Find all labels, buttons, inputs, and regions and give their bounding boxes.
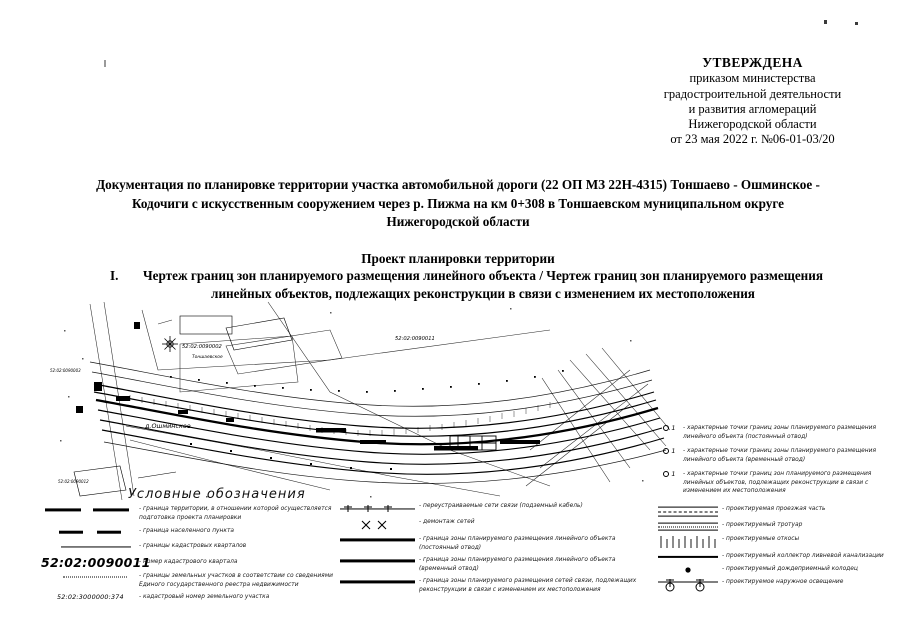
legend-item: 52:02:0090011 - номер кадастрового кварт… (41, 555, 345, 570)
scan-artifact (824, 20, 827, 24)
legend-label: - проектируемый коллектор ливневой канал… (722, 553, 884, 559)
legend-item: - границы земельных участков в соответст… (45, 572, 345, 589)
map-label: 52:02:0090002 (182, 344, 222, 350)
legend-item: - проектируемое наружное освещение (658, 578, 903, 592)
thick-bar-icon (340, 535, 415, 545)
point-index: 1 (671, 447, 676, 456)
map-label: 52:02:0090012 (58, 479, 89, 484)
document-subtitle: Проект планировки территории (361, 251, 555, 266)
thick-bar-icon (340, 577, 415, 587)
site-plan-drawing: 52:02:0090002 Тоншаевское 52:02:0090011 … (30, 300, 670, 505)
dotted-band-icon (658, 521, 718, 532)
section-title: Чертеж границ зон планируемого размещени… (142, 268, 824, 301)
legend-item: - переустраиваемые сети связи (подземный… (340, 502, 650, 514)
cadastral-parcel-number: 52:02:3000000:374 (57, 593, 124, 602)
legend-item: - проектируемый дождеприемный колодец (658, 565, 903, 575)
legend-label: - границы кадастровых кварталов (139, 543, 247, 550)
cable-tick-line-icon (340, 502, 415, 514)
dotted-line-icon (45, 572, 135, 582)
legend-item: - проектируемый тротуар (658, 521, 903, 532)
scan-artifact (855, 22, 858, 25)
legend-item: 52:02:3000000:374 - кадастровый номер зе… (45, 592, 345, 602)
legend-column-left: - граница территории, в отношении которо… (41, 505, 345, 605)
point-marker-icon: 1 (663, 424, 679, 432)
legend-label: - характерные точки границ зоны планируе… (683, 425, 877, 440)
cadastral-quarter-number: 52:02:0090011 (41, 555, 151, 571)
point-index: 1 (671, 424, 676, 432)
map-label: 52:02:0090003 (50, 368, 81, 373)
legend-item: - граница зоны планируемого размещения л… (340, 535, 650, 552)
legend-item: - граница населенного пункта (45, 527, 345, 537)
cadastral-parcel-number-sample: 52:02:3000000:374 (45, 592, 135, 602)
map-label: д.Ошминское (144, 422, 191, 430)
legend-column-points: 1 - характерные точки границ зоны планир… (663, 424, 903, 502)
approval-line: Нижегородской области (688, 117, 817, 132)
legend-item: 1 - характерные точки границ зоны планир… (663, 424, 903, 441)
legend-label: - переустраиваемые сети связи (подземный… (419, 503, 583, 509)
legend-title: Условные обозначения (128, 487, 306, 502)
legend-item: - граница зоны планируемого размещения с… (340, 577, 650, 594)
legend-label: - характерные точки границ зон планируем… (683, 471, 872, 495)
legend-item: - проектируемая проезжая часть (658, 505, 903, 518)
map-label: 52:02:0090011 (395, 336, 435, 342)
scan-artifact (104, 60, 106, 67)
legend-label: - кадастровый номер земельного участка (139, 593, 270, 600)
hatch-band-icon (658, 535, 718, 549)
page-title: Документация по планировке территории уч… (96, 177, 820, 230)
legend-item: - границы кадастровых кварталов (45, 542, 345, 552)
approval-line: и развития агломераций (688, 101, 817, 116)
point-index: 1 (671, 470, 676, 479)
legend-column-right: - проектируемая проезжая часть - проекти… (658, 505, 903, 595)
dash-dot-band-icon (658, 505, 718, 518)
approval-line: градостроительной деятельности (663, 86, 842, 101)
legend-column-middle: - переустраиваемые сети связи (подземный… (340, 502, 650, 597)
legend-label: - граница зоны планируемого размещения л… (419, 536, 616, 551)
legend-label: - номер кадастрового квартала (139, 558, 238, 565)
legend-label: - границы земельных участков в соответст… (139, 573, 333, 588)
legend-item: - граница зоны планируемого размещения л… (340, 556, 650, 573)
approval-line: приказом министерства (689, 71, 816, 86)
medium-dashed-line-icon (45, 527, 135, 537)
approval-title: УТВЕРЖДЕНА (702, 55, 803, 70)
approval-order-number: от 23 мая 2022 г. №06-01-03/20 (670, 132, 835, 147)
legend-label: - проектируемый дождеприемный колодец (722, 566, 858, 572)
map-label: Тоншаевское (192, 354, 223, 360)
approval-block: УТВЕРЖДЕНА приказом министерства градост… (600, 55, 905, 148)
street-lamp-icon (658, 578, 718, 592)
legend-item: 1 - характерные точки границ зоны планир… (663, 447, 903, 464)
legend-item: - проектируемые откосы (658, 535, 903, 549)
legend-item: 1 - характерные точки границ зон планиру… (663, 470, 903, 496)
legend-label: - проектируемые откосы (722, 536, 800, 542)
point-marker-icon: 1 (663, 470, 679, 478)
point-marker-icon: 1 (663, 447, 679, 455)
legend-label: - проектируемое наружное освещение (722, 579, 844, 585)
section-heading: I. Чертеж границ зон планируемого размещ… (88, 267, 830, 303)
legend-label: - граница зоны планируемого размещения с… (419, 578, 637, 593)
legend-item: - демонтаж сетей (340, 518, 650, 530)
manhole-dot-icon (658, 565, 718, 575)
legend-item: - проектируемый коллектор ливневой канал… (658, 552, 903, 562)
legend-label: - характерные точки границ зоны планируе… (683, 448, 877, 463)
section-number: I. (110, 268, 119, 283)
legend-label: - демонтаж сетей (419, 519, 475, 525)
cadastral-quarter-number-sample: 52:02:0090011 (41, 555, 150, 570)
cross-marks-icon (340, 518, 415, 530)
solid-thick-line-icon (658, 552, 718, 562)
legend-item: - граница территории, в отношении которо… (45, 505, 345, 522)
legend-label: - граница зоны планируемого размещения л… (419, 557, 616, 572)
thick-bar-icon (340, 556, 415, 566)
thick-dashed-line-icon (45, 505, 135, 515)
legend-label: - граница территории, в отношении которо… (139, 506, 332, 521)
legend-label: - проектируемый тротуар (722, 522, 803, 528)
legend-label: - граница населенного пункта (139, 528, 234, 535)
thin-solid-line-icon (45, 542, 135, 552)
legend-label: - проектируемая проезжая часть (722, 506, 826, 512)
